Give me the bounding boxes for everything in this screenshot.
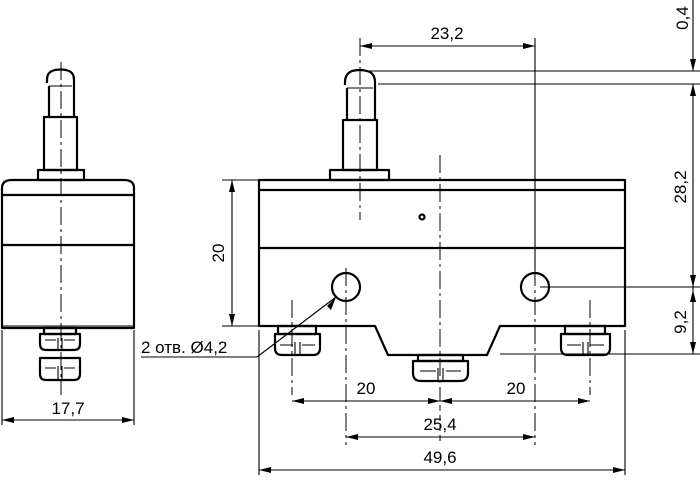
holes-leader-line (256, 296, 337, 358)
side-terminal-lower (38, 356, 82, 382)
side-view: 17,7 (0, 62, 136, 425)
terminal-common (273, 324, 322, 357)
left-spacing-label: 20 (357, 379, 376, 398)
width-dimension-label: 17,7 (51, 399, 84, 418)
body-length-label: 49,6 (423, 448, 456, 467)
holes-note-label: 2 отв. Ø4,2 (141, 338, 227, 357)
plunger-height-label: 28,2 (671, 170, 690, 203)
hole-height-label: 9,2 (671, 310, 690, 334)
side-body (0, 178, 136, 330)
terminal-normally-open (559, 324, 612, 357)
plunger-offset-label: 23,2 (430, 24, 463, 43)
front-body (257, 178, 627, 357)
body-height-label: 20 (209, 244, 228, 263)
overtravel-label: 0,4 (673, 6, 692, 30)
side-terminal-upper (38, 326, 82, 352)
hole-spacing-label: 25,4 (423, 415, 456, 434)
front-view: 23,2 0,4 28,2 9,2 20 2 отв. Ø4,2 (141, 0, 700, 475)
right-spacing-label: 20 (507, 379, 526, 398)
front-indicator-dot (418, 213, 426, 221)
